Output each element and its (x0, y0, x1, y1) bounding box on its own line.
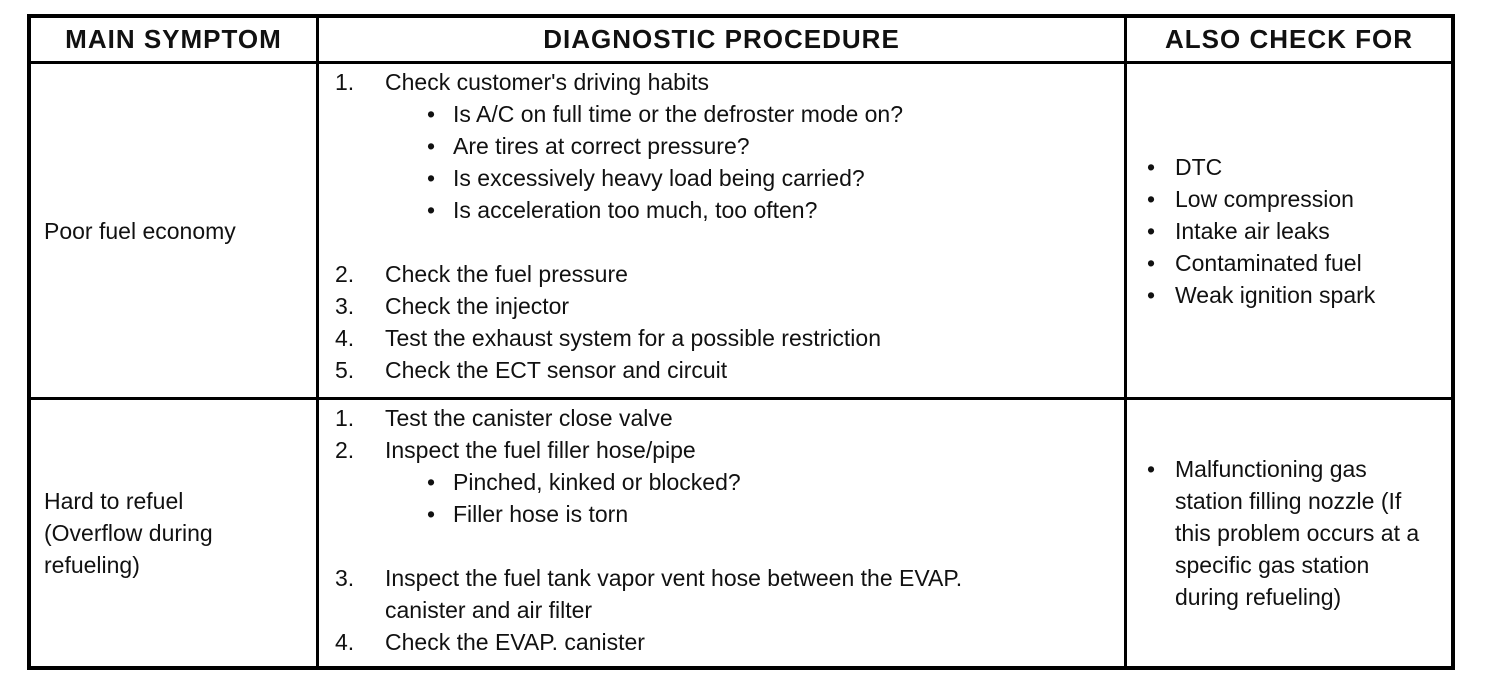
step-sub-bullets: • Pinched, kinked or blocked? • Filler h… (427, 466, 1104, 530)
procedure-step: 3. Inspect the fuel tank vapor vent hose… (335, 562, 1104, 626)
bullet-icon: • (1147, 153, 1156, 180)
bullet-item: • Filler hose is torn (427, 498, 1104, 530)
step-number: 3. (335, 293, 355, 319)
bullet-text: Is acceleration too much, too often? (453, 197, 818, 223)
bullet-icon: • (1147, 456, 1156, 482)
step-number: 3. (335, 565, 355, 591)
bullet-icon: • (427, 501, 436, 527)
also-check-item: • Weak ignition spark (1147, 279, 1433, 311)
procedure-step: 1. Test the canister close valve (335, 402, 1104, 434)
blank-line (335, 530, 1104, 562)
symptom-text: Poor fuel economy (44, 217, 236, 244)
also-check-cell: • DTC • Low compression • Intake air lea… (1127, 64, 1451, 400)
step-number: 1. (335, 69, 355, 95)
bullet-text: Is excessively heavy load being carried? (453, 165, 865, 191)
header-diagnostic-procedure: DIAGNOSTIC PROCEDURE (319, 18, 1127, 64)
step-number: 5. (335, 357, 355, 383)
symptom-cell: Poor fuel economy (31, 64, 319, 400)
blank-line (335, 226, 1104, 258)
bullet-icon: • (1147, 217, 1156, 244)
step-number: 1. (335, 405, 355, 431)
also-check-cell: • Malfunctioning gas station filling noz… (1127, 400, 1451, 666)
also-check-text: Contaminated fuel (1175, 249, 1362, 276)
also-check-item: • Intake air leaks (1147, 215, 1433, 247)
step-text: Check the EVAP. canister (385, 629, 645, 655)
also-check-item: • Contaminated fuel (1147, 247, 1433, 279)
bullet-icon: • (1147, 281, 1156, 308)
also-check-item: • Malfunctioning gas station filling noz… (1147, 453, 1433, 613)
step-text: Check customer's driving habits (385, 69, 709, 95)
bullet-icon: • (1147, 185, 1156, 212)
procedure-step: 5. Check the ECT sensor and circuit (335, 354, 1104, 386)
procedure-step: 2. Check the fuel pressure (335, 258, 1104, 290)
step-text: Inspect the fuel filler hose/pipe (385, 437, 696, 463)
procedure-step: 1. Check customer's driving habits (335, 66, 1104, 98)
step-number: 4. (335, 325, 355, 351)
bullet-item: • Are tires at correct pressure? (427, 130, 1104, 162)
step-number: 2. (335, 261, 355, 287)
bullet-text: Are tires at correct pressure? (453, 133, 750, 159)
also-check-text: DTC (1175, 153, 1223, 180)
step-text: Check the injector (385, 293, 570, 319)
bullet-icon: • (427, 101, 436, 127)
procedure-cell: 1. Check customer's driving habits • Is … (319, 64, 1127, 400)
procedure-step: 2. Inspect the fuel filler hose/pipe (335, 434, 1104, 466)
step-text: Check the ECT sensor and circuit (385, 357, 728, 383)
step-text: Test the exhaust system for a possible r… (385, 325, 881, 351)
bullet-text: Filler hose is torn (453, 501, 629, 527)
step-number: 2. (335, 437, 355, 463)
symptom-text: Hard to refuel (Overflow during refuelin… (44, 488, 213, 578)
bullet-icon: • (427, 469, 436, 495)
step-text: Check the fuel pressure (385, 261, 628, 287)
step-text: Test the canister close valve (385, 405, 673, 431)
also-check-item: • DTC (1147, 151, 1433, 183)
bullet-text: Pinched, kinked or blocked? (453, 469, 741, 495)
bullet-text: Is A/C on full time or the defroster mod… (453, 101, 904, 127)
step-text: Inspect the fuel tank vapor vent hose be… (385, 565, 963, 623)
bullet-icon: • (1147, 249, 1156, 276)
also-check-item: • Low compression (1147, 183, 1433, 215)
header-also-check-for: ALSO CHECK FOR (1127, 18, 1451, 64)
also-check-text: Weak ignition spark (1175, 281, 1376, 308)
step-sub-bullets: • Is A/C on full time or the defroster m… (427, 98, 1104, 226)
diagnostic-table: MAIN SYMPTOM DIAGNOSTIC PROCEDURE ALSO C… (27, 14, 1455, 670)
also-check-text: Malfunctioning gas station filling nozzl… (1175, 456, 1420, 610)
bullet-item: • Pinched, kinked or blocked? (427, 466, 1104, 498)
also-check-text: Low compression (1175, 185, 1354, 212)
symptom-cell: Hard to refuel (Overflow during refuelin… (31, 400, 319, 666)
bullet-icon: • (427, 133, 436, 159)
bullet-item: • Is A/C on full time or the defroster m… (427, 98, 1104, 130)
header-main-symptom: MAIN SYMPTOM (31, 18, 319, 64)
procedure-step: 4. Check the EVAP. canister (335, 626, 1104, 658)
procedure-step: 3. Check the injector (335, 290, 1104, 322)
bullet-item: • Is acceleration too much, too often? (427, 194, 1104, 226)
procedure-cell: 1. Test the canister close valve 2. Insp… (319, 400, 1127, 666)
bullet-item: • Is excessively heavy load being carrie… (427, 162, 1104, 194)
also-check-text: Intake air leaks (1175, 217, 1330, 244)
bullet-icon: • (427, 197, 436, 223)
bullet-icon: • (427, 165, 436, 191)
procedure-step: 4. Test the exhaust system for a possibl… (335, 322, 1104, 354)
step-number: 4. (335, 629, 355, 655)
